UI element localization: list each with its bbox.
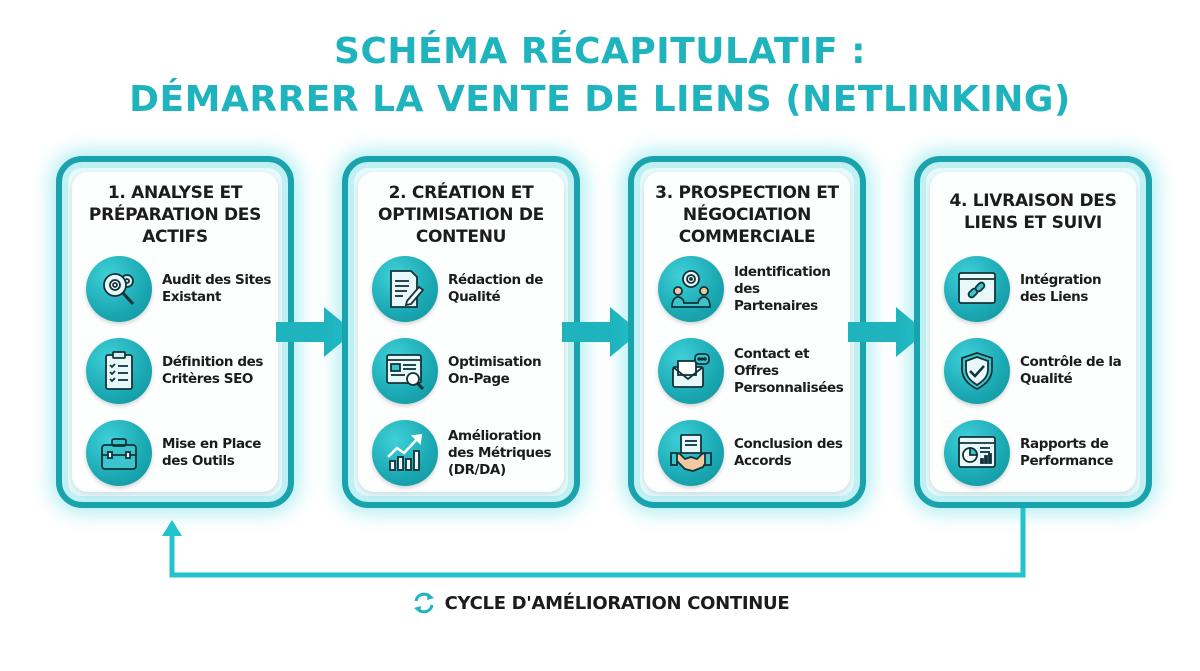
step-item: Rapports de Performance: [944, 418, 1130, 488]
item-label: Contact et Offres Personnalisées: [734, 345, 844, 396]
item-label: Contrôle de la Qualité: [1020, 354, 1122, 387]
cycle-label: CYCLE D'AMÉLIORATION CONTINUE: [444, 592, 790, 614]
item-label: Optimisation On-Page: [448, 354, 542, 387]
step-item: Rédaction de Qualité: [372, 254, 558, 324]
cycle-caption: CYCLE D'AMÉLIORATION CONTINUE: [0, 590, 1200, 616]
target-partners-icon: [658, 256, 724, 322]
flow-arrow-2-3: [562, 305, 640, 359]
shield-check-icon: [944, 338, 1010, 404]
step-card-3: 3. PROSPECTION ET NÉGOCIATION COMMERCIAL…: [628, 156, 866, 508]
step-item: Amélioration des Métriques (DR/DA): [372, 418, 558, 488]
diagram-title: SCHÉMA RÉCAPITULATIF : DÉMARRER LA VENTE…: [0, 28, 1200, 124]
step-title: 3. PROSPECTION ET NÉGOCIATION COMMERCIAL…: [655, 183, 839, 247]
growth-chart-icon: [372, 420, 438, 486]
step-item: Identification des Partenaires: [658, 254, 844, 324]
item-label: Définition des Critères SEO: [162, 354, 264, 387]
toolbox-icon: [86, 420, 152, 486]
step-item: Optimisation On-Page: [372, 336, 558, 406]
flow-arrow-3-4: [848, 305, 926, 359]
step-card-4: 4. LIVRAISON DES LIENS ET SUIVI Intégrat…: [914, 156, 1152, 508]
clipboard-checklist-icon: [86, 338, 152, 404]
step-title: 4. LIVRAISON DES LIENS ET SUIVI: [949, 191, 1117, 233]
refresh-cycle-icon: [413, 592, 434, 614]
report-pie-chart-icon: [944, 420, 1010, 486]
step-title: 1. ANALYSE ET PRÉPARATION DES ACTIFS: [88, 183, 262, 247]
item-label: Audit des Sites Existant: [162, 272, 272, 305]
step-item: Contrôle de la Qualité: [944, 336, 1130, 406]
item-label: Mise en Place des Outils: [162, 436, 262, 469]
step-item: Contact et Offres Personnalisées: [658, 336, 844, 406]
step-card-2: 2. CRÉATION ET OPTIMISATION DE CONTENU R…: [342, 156, 580, 508]
item-label: Amélioration des Métriques (DR/DA): [448, 427, 552, 478]
step-item: Mise en Place des Outils: [86, 418, 272, 488]
item-label: Identification des Partenaires: [734, 263, 831, 314]
title-line-1: SCHÉMA RÉCAPITULATIF :: [334, 31, 866, 72]
document-pencil-icon: [372, 256, 438, 322]
title-line-2: DÉMARRER LA VENTE DE LIENS (NETLINKING): [129, 79, 1071, 120]
step-item: Définition des Critères SEO: [86, 336, 272, 406]
step-card-1: 1. ANALYSE ET PRÉPARATION DES ACTIFS Aud…: [56, 156, 294, 508]
envelope-chat-icon: [658, 338, 724, 404]
step-item: Intégration des Liens: [944, 254, 1130, 324]
item-label: Conclusion des Accords: [734, 436, 843, 469]
handshake-document-icon: [658, 420, 724, 486]
item-label: Rédaction de Qualité: [448, 272, 544, 305]
item-label: Intégration des Liens: [1020, 272, 1102, 305]
step-title: 2. CRÉATION ET OPTIMISATION DE CONTENU: [378, 183, 544, 247]
audit-gear-magnifier-icon: [86, 256, 152, 322]
step-item: Conclusion des Accords: [658, 418, 844, 488]
item-label: Rapports de Performance: [1020, 436, 1114, 469]
browser-link-icon: [944, 256, 1010, 322]
step-item: Audit des Sites Existant: [86, 254, 272, 324]
webpage-magnifier-icon: [372, 338, 438, 404]
feedback-loop-connector: [140, 508, 1040, 588]
flow-arrow-1-2: [276, 305, 354, 359]
